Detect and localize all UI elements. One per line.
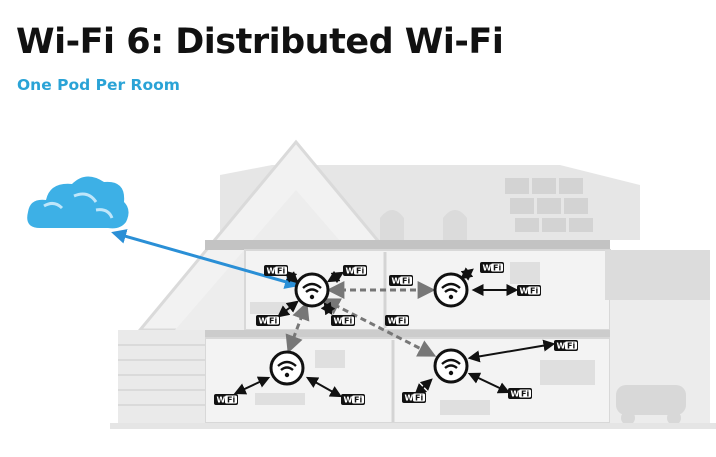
internet-link-arrow xyxy=(111,229,300,289)
svg-text:Wi: Wi xyxy=(344,396,356,405)
wifi-pod-icon xyxy=(433,348,469,384)
svg-text:Wi: Wi xyxy=(259,317,271,326)
svg-text:Fi: Fi xyxy=(269,317,277,326)
svg-text:Fi: Fi xyxy=(530,287,538,296)
svg-text:Fi: Fi xyxy=(344,317,352,326)
svg-text:Wi: Wi xyxy=(346,267,358,276)
page-subtitle: One Pod Per Room xyxy=(17,76,180,94)
svg-text:Fi: Fi xyxy=(398,317,406,326)
svg-text:Fi: Fi xyxy=(521,390,529,399)
wifi-pod-icon xyxy=(269,350,305,386)
wifi-pod-icon xyxy=(433,272,469,308)
mesh-backhaul-links xyxy=(285,281,437,357)
svg-text:Wi: Wi xyxy=(511,390,523,399)
svg-text:Wi: Wi xyxy=(392,277,404,286)
svg-text:Fi: Fi xyxy=(277,267,285,276)
svg-text:Fi: Fi xyxy=(415,394,423,403)
svg-text:Wi: Wi xyxy=(388,317,400,326)
svg-text:Fi: Fi xyxy=(402,277,410,286)
svg-text:Wi: Wi xyxy=(483,264,495,273)
svg-text:Fi: Fi xyxy=(227,396,235,405)
client-links xyxy=(233,267,556,398)
svg-text:Wi: Wi xyxy=(520,287,532,296)
svg-text:Fi: Fi xyxy=(493,264,501,273)
svg-text:Wi: Wi xyxy=(217,396,229,405)
svg-text:Fi: Fi xyxy=(354,396,362,405)
wifi-pod-icon xyxy=(294,272,330,308)
svg-text:Fi: Fi xyxy=(567,342,575,351)
svg-text:Wi: Wi xyxy=(267,267,279,276)
svg-text:Fi: Fi xyxy=(356,267,364,276)
cloud-icon xyxy=(27,176,129,229)
house-illustration xyxy=(110,139,716,429)
page-title: Wi-Fi 6: Distributed Wi-Fi xyxy=(16,22,504,62)
svg-text:Wi: Wi xyxy=(557,342,569,351)
svg-text:Wi: Wi xyxy=(405,394,417,403)
svg-text:Wi: Wi xyxy=(334,317,346,326)
